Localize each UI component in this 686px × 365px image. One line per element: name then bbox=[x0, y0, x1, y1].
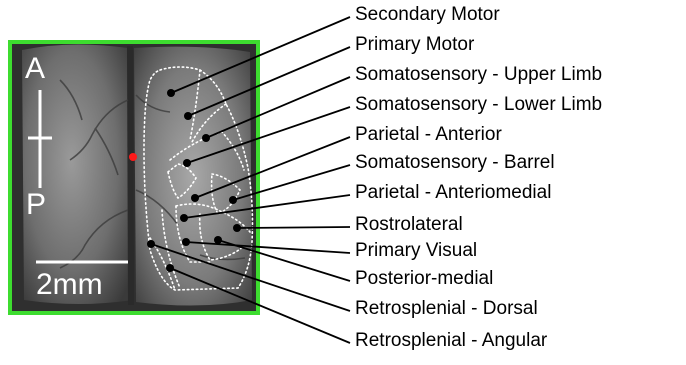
region-label: Somatosensory - Barrel bbox=[355, 152, 555, 174]
region-dot bbox=[180, 214, 188, 222]
region-label: Rostrolateral bbox=[355, 214, 463, 236]
region-dot bbox=[147, 240, 155, 248]
region-label: Retrosplenial - Dorsal bbox=[355, 298, 538, 320]
region-label: Primary Visual bbox=[355, 240, 477, 262]
leader-line bbox=[237, 227, 350, 228]
region-dot bbox=[233, 224, 241, 232]
bregma-marker bbox=[129, 153, 137, 161]
region-label: Parietal - Anteriomedial bbox=[355, 182, 551, 204]
region-dot bbox=[166, 264, 174, 272]
region-dot bbox=[214, 236, 222, 244]
right-hemisphere bbox=[134, 47, 252, 306]
region-label: Secondary Motor bbox=[355, 4, 500, 26]
axis-anterior-label: A bbox=[25, 52, 45, 86]
region-label: Primary Motor bbox=[355, 34, 474, 56]
region-label: Retrosplenial - Angular bbox=[355, 330, 547, 352]
axis-posterior-label: P bbox=[26, 188, 46, 222]
region-label: Posterior-medial bbox=[355, 268, 493, 290]
region-dot bbox=[191, 194, 199, 202]
region-dot bbox=[183, 159, 191, 167]
region-label: Somatosensory - Upper Limb bbox=[355, 64, 602, 86]
region-dot bbox=[229, 196, 237, 204]
region-dot bbox=[167, 89, 175, 97]
region-dot bbox=[202, 134, 210, 142]
region-dot bbox=[182, 238, 190, 246]
region-label: Somatosensory - Lower Limb bbox=[355, 94, 602, 116]
midline-sinus bbox=[130, 46, 131, 305]
scale-bar-label: 2mm bbox=[36, 268, 103, 302]
region-dot bbox=[184, 112, 192, 120]
region-label: Parietal - Anterior bbox=[355, 124, 502, 146]
